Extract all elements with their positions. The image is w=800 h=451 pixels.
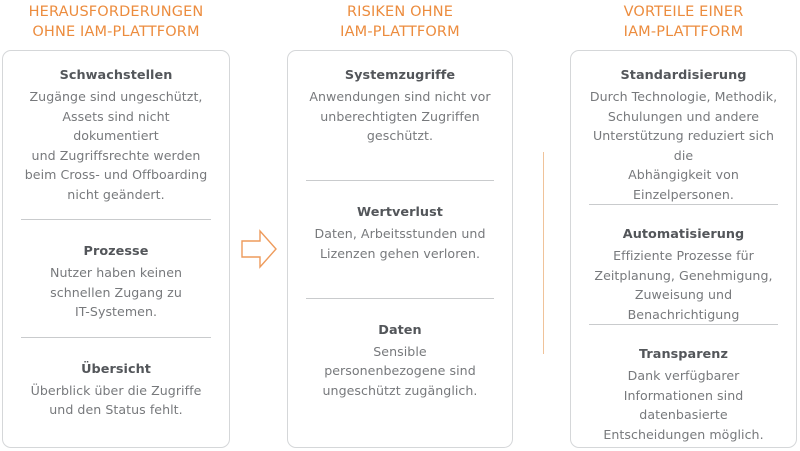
section-prozesse: Prozesse Nutzer haben keinen schnellen Z… [13, 220, 219, 337]
section-title-uebersicht: Übersicht [81, 361, 151, 377]
section-body-wertverlust: Daten, Arbeitsstunden und Lizenzen gehen… [314, 226, 486, 261]
section-title-prozesse: Prozesse [83, 244, 149, 260]
section-wertverlust: Wertverlust Daten, Arbeitsstunden und Li… [298, 181, 502, 298]
column-risks: RISIKEN OHNE IAM-PLATTFORM Systemzugriff… [287, 0, 513, 451]
divider-benefits-1 [589, 204, 778, 205]
section-title-standardisierung: Standardisierung [620, 68, 747, 83]
section-body-daten: Sensible personenbezogene sind ungeschüt… [322, 343, 478, 398]
section-title-transparenz: Transparenz [639, 347, 728, 362]
vertical-divider [543, 152, 544, 354]
section-schwachstellen: Schwachstellen Zugänge sind ungeschützt,… [13, 64, 219, 219]
section-body-uebersicht: Überblick über die Zugriffe und den Stat… [30, 382, 202, 418]
section-title-schwachstellen: Schwachstellen [59, 68, 173, 83]
column-title-challenges: HERAUSFORDERUNGEN OHNE IAM-PLATTFORM [28, 4, 204, 40]
card-risks: Systemzugriffe Anwendungen sind nicht vo… [287, 50, 513, 448]
divider-risks-2 [306, 297, 494, 299]
section-title-systemzugriffe: Systemzugriffe [344, 68, 456, 83]
section-standardisierung: Standardisierung Durch Technologie, Meth… [581, 64, 786, 204]
divider-challenges-1 [21, 219, 211, 221]
section-title-automatisierung: Automatisierung [622, 227, 745, 242]
column-title-risks: RISIKEN OHNE IAM-PLATTFORM [340, 4, 460, 40]
divider-risks-1 [306, 180, 494, 182]
divider-challenges-2 [21, 336, 211, 338]
section-daten: Daten Sensible personenbezogene sind ung… [298, 299, 502, 435]
section-uebersicht: Übersicht Überblick über die Zugriffe un… [13, 338, 219, 435]
section-systemzugriffe: Systemzugriffe Anwendungen sind nicht vo… [298, 64, 502, 180]
section-title-daten: Daten [378, 322, 422, 338]
section-body-transparenz: Dank verfügbarer Informationen sind date… [603, 368, 764, 442]
section-body-standardisierung: Durch Technologie, Methodik, Schulungen … [589, 89, 778, 202]
card-benefits: Standardisierung Durch Technologie, Meth… [570, 50, 797, 448]
column-challenges: HERAUSFORDERUNGEN OHNE IAM-PLATTFORM Sch… [2, 0, 230, 451]
section-body-automatisierung: Effiziente Prozesse für Zeitplanung, Gen… [594, 248, 773, 322]
card-challenges: Schwachstellen Zugänge sind ungeschützt,… [2, 50, 230, 448]
section-body-systemzugriffe: Anwendungen sind nicht vor unberechtigte… [309, 89, 491, 143]
divider-benefits-2 [589, 324, 778, 325]
section-body-prozesse: Nutzer haben keinen schnellen Zugang zu … [49, 265, 183, 320]
right-arrow-icon [240, 226, 278, 272]
section-transparenz: Transparenz Dank verfügbarer Information… [581, 325, 786, 444]
section-automatisierung: Automatisierung Effiziente Prozesse für … [581, 205, 786, 324]
column-benefits: VORTEILE EINER IAM-PLATTFORM Standardisi… [570, 0, 797, 451]
section-body-schwachstellen: Zugänge sind ungeschützt, Assets sind ni… [24, 89, 208, 202]
column-title-benefits: VORTEILE EINER IAM-PLATTFORM [623, 4, 744, 40]
section-title-wertverlust: Wertverlust [357, 205, 443, 221]
